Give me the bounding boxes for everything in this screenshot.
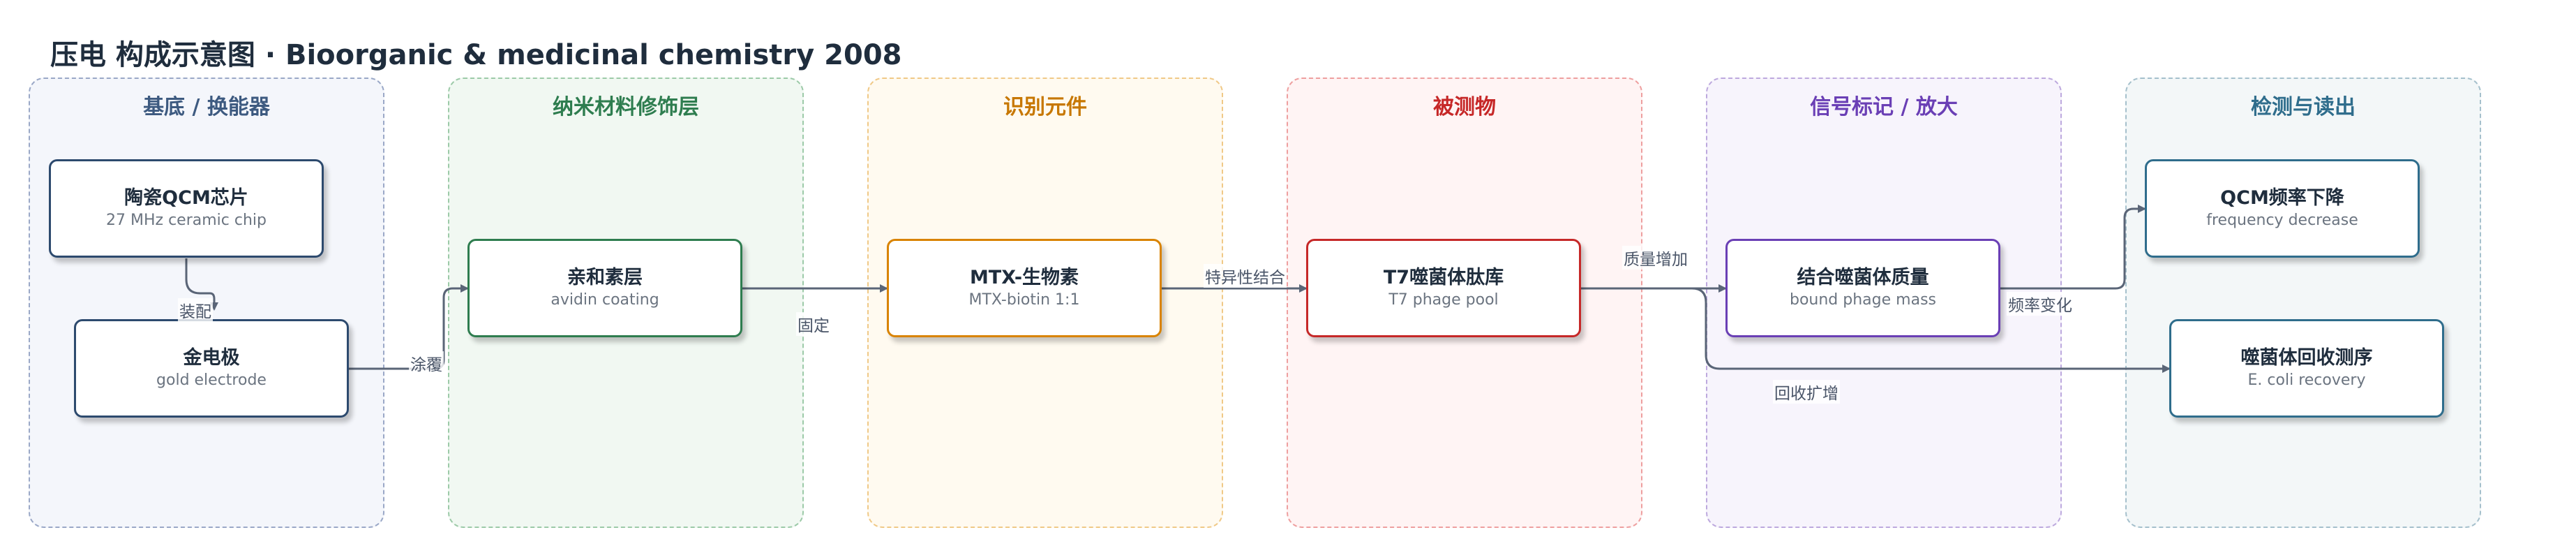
edge-label-fix: 固定	[796, 312, 831, 336]
node-t7-phage-pool-title: T7噬菌体肽库	[1383, 266, 1504, 288]
group-label-signal-label-amplify: 信号标记 / 放大	[1810, 95, 1958, 119]
diagram-title: 压电 构成示意图 · Bioorganic & medicinal chemis…	[50, 39, 902, 71]
node-qcm-chip-subtitle: 27 MHz ceramic chip	[106, 211, 267, 229]
node-avidin-layer-subtitle: avidin coating	[551, 291, 659, 309]
node-t7-phage-pool[interactable]: T7噬菌体肽库 T7 phage pool	[1306, 239, 1581, 337]
edge-electrode-to-avidin	[349, 284, 469, 370]
node-qcm-chip-title: 陶瓷QCM芯片	[124, 186, 248, 209]
node-phage-recovery-sequencing-subtitle: E. coli recovery	[2247, 371, 2366, 389]
edge-label-specific-binding: 特异性结合	[1204, 264, 1287, 288]
edge-label-frequency-change: 频率变化	[2007, 292, 2074, 316]
node-phage-recovery-sequencing[interactable]: 噬菌体回收测序 E. coli recovery	[2169, 319, 2444, 418]
node-avidin-layer[interactable]: 亲和素层 avidin coating	[467, 239, 742, 337]
group-label-detection-readout: 检测与读出	[2251, 95, 2356, 119]
node-gold-electrode-subtitle: gold electrode	[156, 371, 267, 389]
node-gold-electrode-title: 金电极	[183, 346, 240, 369]
node-avidin-layer-title: 亲和素层	[567, 266, 643, 288]
node-bound-phage-mass-subtitle: bound phage mass	[1790, 291, 1936, 309]
edge-label-mass-increase: 质量增加	[1622, 246, 1689, 270]
node-qcm-chip[interactable]: 陶瓷QCM芯片 27 MHz ceramic chip	[49, 159, 324, 258]
node-qcm-frequency-decrease-subtitle: frequency decrease	[2206, 211, 2358, 229]
edge-phage-to-ecoli	[1581, 287, 2171, 373]
edge-label-coat: 涂覆	[409, 351, 444, 375]
node-mtx-biotin-title: MTX-生物素	[969, 266, 1079, 288]
node-qcm-frequency-decrease[interactable]: QCM频率下降 frequency decrease	[2145, 159, 2420, 258]
group-label-analyte: 被测物	[1433, 95, 1496, 119]
node-qcm-frequency-decrease-title: QCM频率下降	[2220, 186, 2344, 209]
group-label-recognition-element: 识别元件	[1003, 95, 1087, 119]
group-label-substrate-transducer: 基底 / 换能器	[143, 95, 270, 119]
edge-label-assemble: 装配	[178, 298, 213, 322]
node-gold-electrode[interactable]: 金电极 gold electrode	[74, 319, 349, 418]
node-mtx-biotin[interactable]: MTX-生物素 MTX-biotin 1:1	[887, 239, 1162, 337]
edge-label-recover-amplify: 回收扩增	[1773, 380, 1840, 404]
node-phage-recovery-sequencing-title: 噬菌体回收测序	[2240, 346, 2373, 369]
node-bound-phage-mass-title: 结合噬菌体质量	[1797, 266, 1929, 288]
group-label-nanomaterial-layer: 纳米材料修饰层	[553, 95, 699, 119]
node-mtx-biotin-subtitle: MTX-biotin 1:1	[968, 291, 1080, 309]
node-t7-phage-pool-subtitle: T7 phage pool	[1388, 291, 1499, 309]
group-detection-readout	[2125, 78, 2481, 528]
edge-mass-to-freq	[2000, 205, 2146, 290]
edge-chip-to-electrode	[185, 258, 218, 311]
node-bound-phage-mass[interactable]: 结合噬菌体质量 bound phage mass	[1725, 239, 2000, 337]
